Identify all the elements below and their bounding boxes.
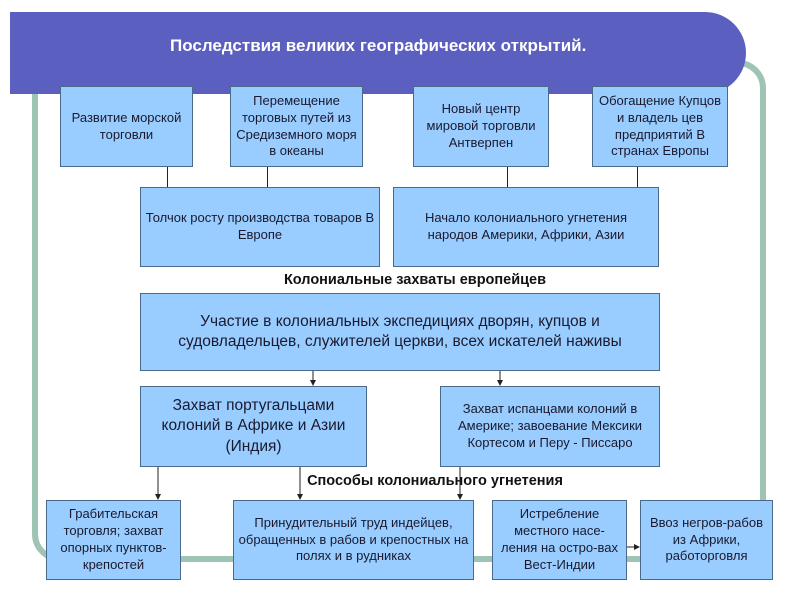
spanish-capture-box: Захват испанцами колоний в Америке; заво… xyxy=(440,386,660,467)
production-growth-box: Толчок росту производства товаров В Евро… xyxy=(140,187,380,267)
page-title: Последствия великих географических откры… xyxy=(170,36,587,55)
connector xyxy=(637,167,638,187)
method-box: Истребление местного насе-ления на остро… xyxy=(492,500,627,580)
consequence-box: Новый центр мировой торговли Антверпен xyxy=(413,86,549,167)
colonial-oppression-box: Начало колониального угнетения народов А… xyxy=(393,187,659,267)
portuguese-capture-box: Захват португальцами колоний в Африке и … xyxy=(140,386,367,467)
title-banner xyxy=(10,12,746,94)
connector xyxy=(507,167,508,187)
heading-colonial-captures: Колониальные захваты европейцев xyxy=(283,272,547,288)
connector xyxy=(167,167,168,187)
method-box: Принудительный труд индейцев, обращенных… xyxy=(233,500,474,580)
method-box: Ввоз негров-рабов из Африки, работорговл… xyxy=(640,500,773,580)
heading-oppression-methods: Способы колониального угнетения xyxy=(307,473,563,489)
consequence-box: Обогащение Купцов и владель цев предприя… xyxy=(592,86,728,167)
consequence-box: Перемещение торговых путей из Средиземно… xyxy=(230,86,363,167)
connector xyxy=(267,167,268,187)
consequence-box: Развитие морской торговли xyxy=(60,86,193,167)
participation-box: Участие в колониальных экспедициях дворя… xyxy=(140,293,660,371)
method-box: Грабительская торговля; захват опорных п… xyxy=(46,500,181,580)
